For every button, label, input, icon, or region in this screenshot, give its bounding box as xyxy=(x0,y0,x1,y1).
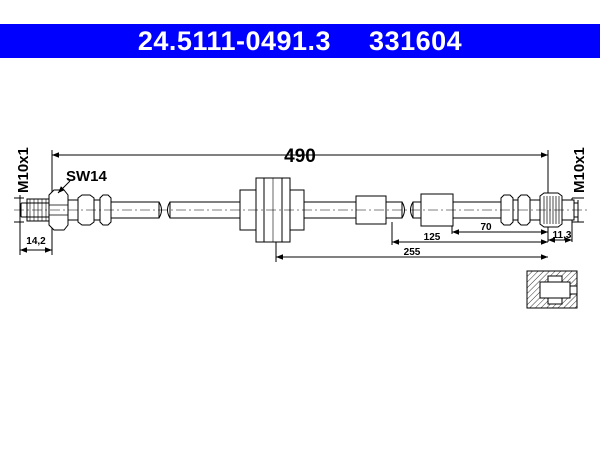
total-length-label: 490 xyxy=(284,146,316,167)
dim-70-label: 70 xyxy=(480,222,492,233)
wrench-leader xyxy=(57,180,71,194)
thread-right-label: M10x1 xyxy=(571,147,588,193)
wrench-size-label: SW14 xyxy=(66,168,108,185)
section-detail xyxy=(526,270,578,309)
dim-125-label: 125 xyxy=(424,232,441,243)
header-banner: 24.5111-0491.3 331604 xyxy=(0,24,600,58)
part-number: 24.5111-0491.3 xyxy=(137,25,332,56)
left-fitting-length-label: 14,2 xyxy=(26,236,46,247)
right-fitting-length-label: 11,3 xyxy=(553,230,572,241)
reference-number: 331604 xyxy=(369,25,463,56)
dim-255-label: 255 xyxy=(404,247,421,258)
thread-left-label: M10x1 xyxy=(15,147,32,193)
